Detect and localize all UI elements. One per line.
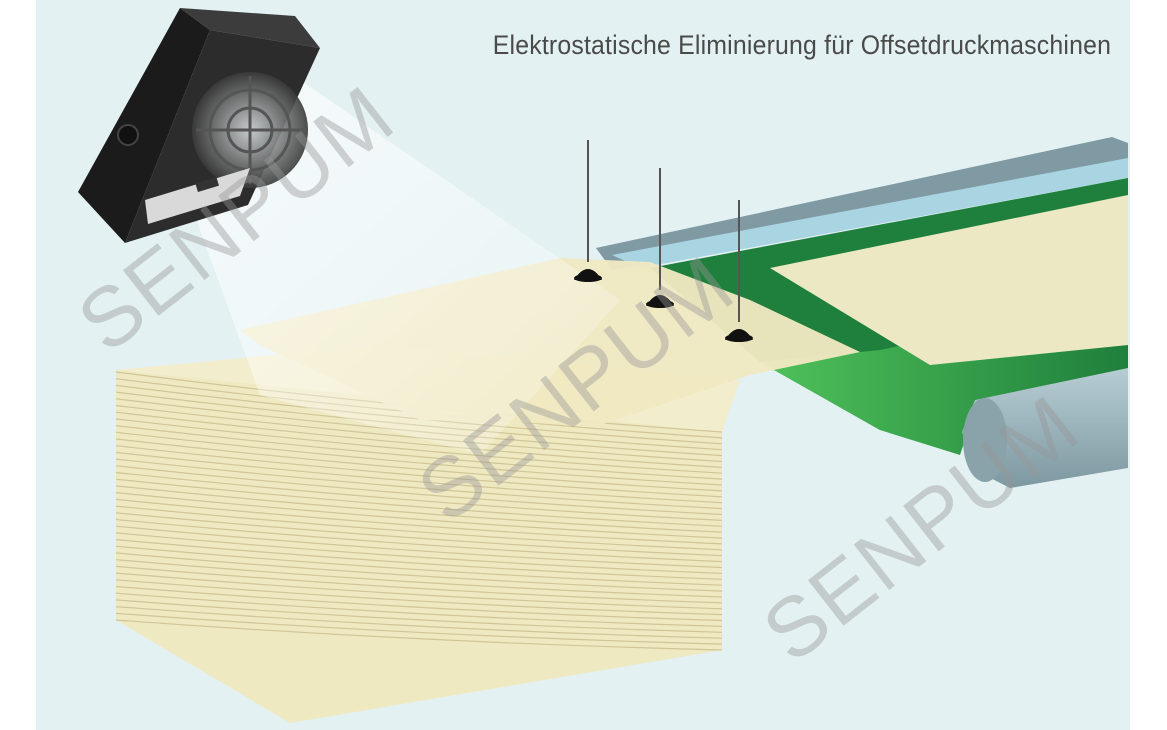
paper-sheet-edge xyxy=(115,539,723,580)
paper-sheet-edge xyxy=(115,505,723,551)
belt-back-rail-light xyxy=(612,158,1128,268)
paper-sheet-edge xyxy=(115,512,723,557)
paper-sheet-edge xyxy=(115,451,723,504)
paper-sheet-edge xyxy=(115,498,723,545)
ionizing-rod-icon xyxy=(646,168,674,308)
paper-sheet-edge xyxy=(115,572,723,610)
roller-end xyxy=(963,398,1007,482)
paper-sheet-edge xyxy=(115,465,723,516)
paper-sheet-edge xyxy=(115,599,723,633)
ionizing-rods xyxy=(574,140,753,342)
paper-sheet-edge xyxy=(115,545,723,586)
paper-sheet-edge xyxy=(115,579,723,616)
ionizing-rod-icon xyxy=(574,140,602,282)
paper-sheet-edge xyxy=(115,532,723,574)
paper-sheet-edge xyxy=(115,411,723,468)
paper-sheet-edge xyxy=(115,565,723,604)
device-side xyxy=(78,8,210,243)
paper-sheet-edge xyxy=(115,485,723,533)
paper-sheet-edge xyxy=(115,418,723,474)
paper-sheet-edge xyxy=(115,478,723,527)
paper-sheet-edge xyxy=(115,438,723,492)
paper-sheet-edge xyxy=(115,471,723,521)
paper-sheet-edge xyxy=(115,425,723,480)
stack-lines xyxy=(115,371,723,651)
caption-title: Elektrostatische Eliminierung für Offset… xyxy=(492,30,1111,60)
ionized-air-beam xyxy=(180,80,620,455)
paper-sheet-edge xyxy=(115,559,723,598)
paper-sheet-edge xyxy=(115,525,723,569)
paper-sheet-edge xyxy=(115,552,723,592)
display xyxy=(195,176,219,192)
device-top xyxy=(180,8,320,48)
paper-sheet-edge xyxy=(115,445,723,498)
stack-front xyxy=(116,370,722,723)
paper-sheet-edge xyxy=(115,518,723,563)
paper-sheet-edge xyxy=(115,619,723,651)
paper-sheet-edge xyxy=(115,585,723,622)
paper-sheet-edge xyxy=(115,612,723,645)
ionizing-rod-icon xyxy=(725,200,753,342)
control-panel xyxy=(145,168,250,224)
paper-sheet-edge xyxy=(115,592,723,627)
ionizing-air-blower-icon xyxy=(78,8,320,243)
sheet-on-belt xyxy=(770,195,1128,365)
paper-sheet-edge xyxy=(115,606,723,639)
paper-sheet-edge xyxy=(115,492,723,539)
knob xyxy=(117,124,139,146)
paper-sheet-edge xyxy=(115,458,723,510)
paper-sheet-edge xyxy=(115,431,723,486)
